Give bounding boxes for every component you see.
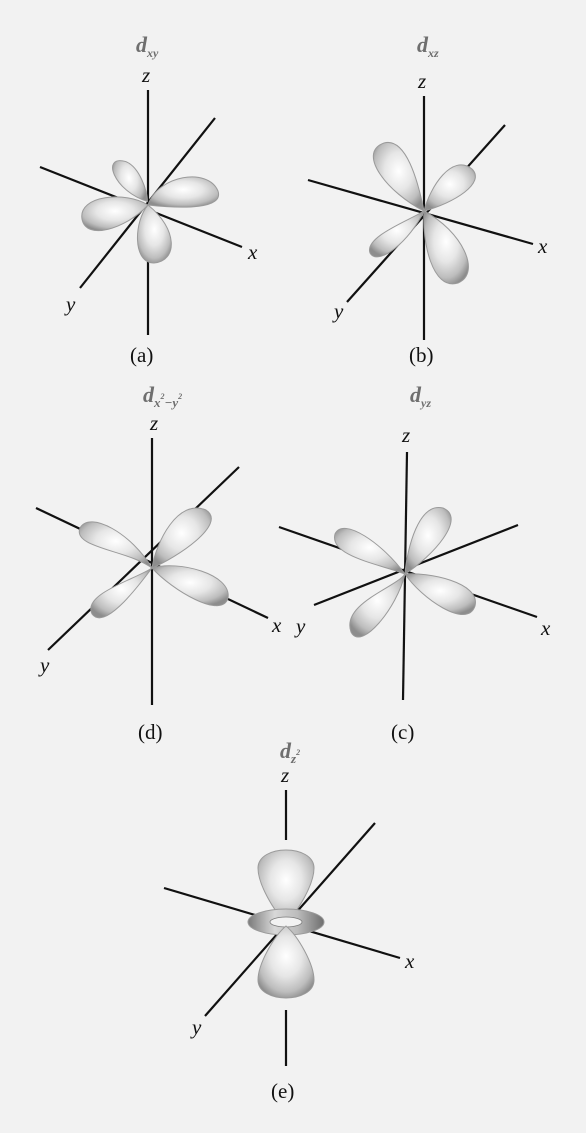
panel-c: dyz z x y (c) [279,382,551,744]
panel-label-b: (b) [409,343,434,367]
lobes-a [82,157,219,263]
lobe-c-1 [335,528,405,574]
lobe-c-3 [350,574,405,637]
lobe-c-4 [405,574,475,615]
x-axis-label-b: x [537,234,548,258]
panel-label-c: (c) [391,720,414,744]
panel-label-d: (d) [138,720,163,744]
orbital-title-e: dz2 [280,738,300,766]
panel-label-a: (a) [130,343,153,367]
lobe-d-2 [152,508,211,568]
z-axis-label-e: z [280,763,289,787]
lobe-c-2 [405,507,451,574]
panel-e: dz2 z x y (e) [164,738,415,1103]
y-axis-label-e: y [190,1015,202,1039]
lobes-b [369,142,475,283]
orbital-title-a: dxy [136,32,159,60]
lobe-a-2 [148,177,219,207]
z-axis-label-c: z [401,423,410,447]
lobes-d [79,508,228,618]
panel-d: dx2−y2 z x y (d) [36,382,282,744]
z-axis-label-b: z [417,69,426,93]
lobe-e-bottom [258,926,314,998]
panel-label-e: (e) [271,1079,294,1103]
x-axis-b [308,180,533,244]
x-axis-label-d: x [271,613,282,637]
x-axis-label-a: x [247,240,258,264]
z-axis-label-d: z [149,411,158,435]
orbital-title-d: dx2−y2 [143,382,182,410]
lobe-d-4 [152,566,228,606]
orbital-title-c: dyz [410,382,431,410]
y-axis-label-b: y [332,299,344,323]
lobe-a-4 [137,205,171,263]
panel-b: dxz z x y (b) [308,32,548,367]
orbital-title-b: dxz [417,32,439,60]
z-axis-label-a: z [141,63,150,87]
lobes-e [248,850,324,998]
lobe-a-3 [82,197,148,231]
panel-a: dxy z x y (a) [40,32,258,367]
x-axis-label-c: x [540,616,551,640]
lobe-b-4 [424,211,469,284]
lobe-d-3 [91,568,152,618]
x-axis-label-e: x [404,949,415,973]
y-axis-label-a: y [64,292,76,316]
lobe-d-1 [79,522,152,568]
lobe-b-2 [424,165,475,211]
y-axis-label-c: y [294,614,306,638]
y-axis-label-d: y [38,653,50,677]
lobe-b-3 [369,211,424,257]
